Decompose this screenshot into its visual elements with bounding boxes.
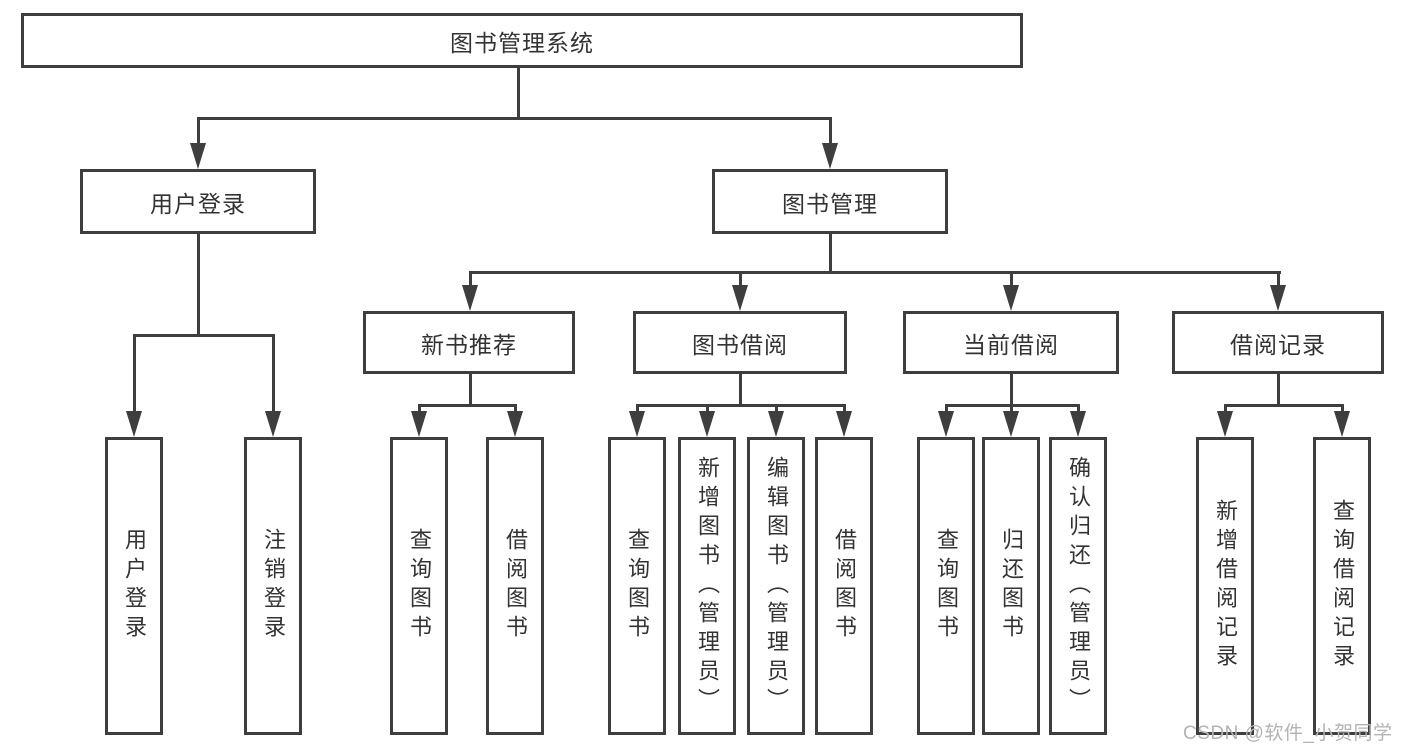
- arrowhead-leaf: [768, 411, 784, 437]
- connector-to-borrowing-records: [1277, 271, 1280, 286]
- leaf-edit-books-admin: 编辑图书（管理员）: [747, 437, 805, 735]
- arrowhead-leaf: [699, 411, 715, 437]
- node-user-login: 用户登录: [80, 169, 316, 234]
- arrowhead-leaf: [1334, 411, 1350, 437]
- connector-to-leaf: [1224, 404, 1227, 414]
- node-root: 图书管理系统: [21, 13, 1023, 68]
- connector-to-leaf: [706, 404, 709, 414]
- connector-to-book-management: [829, 117, 832, 148]
- arrowhead-borrowing-records: [1270, 285, 1286, 311]
- node-book-management: 图书管理: [712, 169, 948, 234]
- connector-to-leaf: [775, 404, 778, 414]
- connector-new-book-bus: [418, 404, 517, 407]
- arrowhead-leaf: [1070, 411, 1086, 437]
- leaf-add-borrow-record: 新增借阅记录: [1196, 437, 1254, 735]
- arrowhead-user-login: [190, 143, 206, 169]
- node-book-borrowing: 图书借阅: [633, 311, 847, 374]
- connector-to-leaf: [1341, 404, 1344, 414]
- arrowhead-leaf: [836, 411, 852, 437]
- leaf-query-books: 查询图书: [917, 437, 975, 735]
- connector-to-leaf: [843, 404, 846, 414]
- connector-to-leaf: [1077, 404, 1080, 414]
- connector-to-leaf: [945, 404, 948, 414]
- arrowhead-leaf: [938, 411, 954, 437]
- arrowhead-leaf-logout: [265, 411, 281, 437]
- connector-to-new-book: [469, 271, 472, 286]
- arrowhead-new-book: [462, 285, 478, 311]
- leaf-query-books: 查询图书: [390, 437, 448, 735]
- connector-borrowing-records-stem: [1277, 374, 1280, 407]
- connector-current-borrowing-stem: [1010, 374, 1013, 407]
- leaf-borrow-books: 借阅图书: [486, 437, 544, 735]
- connector-user-login-stem: [197, 234, 200, 337]
- connector-new-book-stem: [469, 374, 472, 407]
- connector-to-leaf-logout: [272, 334, 275, 412]
- connector-to-current-borrowing: [1010, 271, 1013, 286]
- leaf-user-login: 用户登录: [105, 437, 163, 735]
- arrowhead-leaf: [629, 411, 645, 437]
- arrowhead-leaf: [411, 411, 427, 437]
- connector-to-leaf: [514, 404, 517, 414]
- connector-to-leaf: [418, 404, 421, 414]
- leaf-confirm-return-admin: 确认归还（管理员）: [1049, 437, 1107, 735]
- connector-user-login-bus: [133, 334, 275, 337]
- connector-to-leaf: [636, 404, 639, 414]
- arrowhead-current-borrowing: [1003, 285, 1019, 311]
- node-new-book-recommendation: 新书推荐: [363, 311, 575, 374]
- csdn-watermark: CSDN @软件_小贺同学: [1183, 723, 1393, 744]
- node-borrowing-records: 借阅记录: [1172, 311, 1384, 374]
- leaf-borrow-books: 借阅图书: [815, 437, 873, 735]
- connector-to-leaf-login: [133, 334, 136, 412]
- connector-borrowing-records-bus: [1224, 404, 1344, 407]
- connector-book-management-stem: [829, 234, 832, 273]
- leaf-query-borrow-record: 查询借阅记录: [1313, 437, 1371, 735]
- leaf-query-books: 查询图书: [608, 437, 666, 735]
- connector-root-stem: [517, 68, 520, 119]
- connector-root-bus: [197, 117, 831, 120]
- connector-to-book-borrowing: [739, 271, 742, 286]
- connector-book-borrowing-bus: [636, 404, 846, 407]
- connector-book-management-bus: [469, 271, 1281, 274]
- leaf-add-books-admin: 新增图书（管理员）: [678, 437, 736, 735]
- connector-book-borrowing-stem: [739, 374, 742, 407]
- connector-to-leaf: [1010, 404, 1013, 414]
- connector-to-user-login: [197, 117, 200, 148]
- arrowhead-leaf-login: [126, 411, 142, 437]
- arrowhead-book-borrowing: [732, 285, 748, 311]
- arrowhead-leaf: [1003, 411, 1019, 437]
- arrowhead-leaf: [507, 411, 523, 437]
- node-current-borrowing: 当前借阅: [903, 311, 1119, 374]
- arrowhead-book-management: [822, 143, 838, 169]
- arrowhead-leaf: [1217, 411, 1233, 437]
- leaf-return-books: 归还图书: [982, 437, 1040, 735]
- leaf-logout: 注销登录: [244, 437, 302, 735]
